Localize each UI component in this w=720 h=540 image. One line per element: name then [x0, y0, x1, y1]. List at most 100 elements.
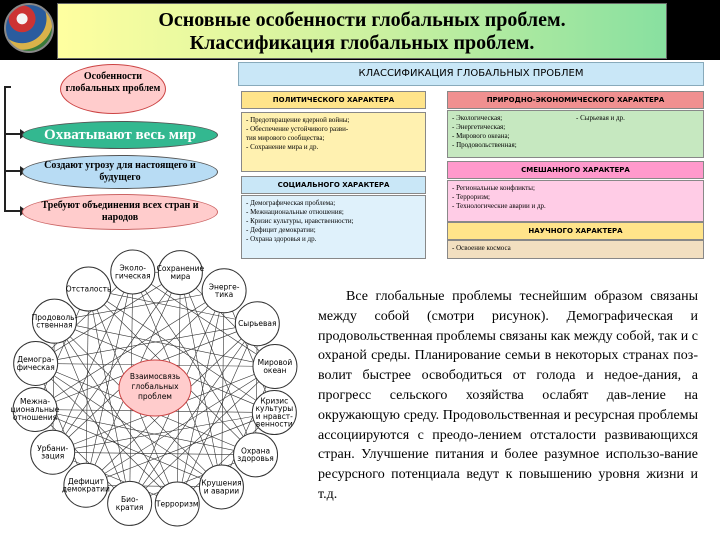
feature-unite-nations: Требуют объединения всех стран и народов: [22, 194, 218, 230]
features-connector: [4, 86, 11, 210]
center-node: [118, 359, 192, 417]
problem-node: Энерге-тика: [201, 268, 247, 314]
connection-line: [88, 288, 275, 413]
node-circle: [234, 301, 280, 347]
node-label: Демогра-: [17, 355, 54, 364]
header-bar: Основные особенности глобальных проблем.…: [0, 0, 720, 60]
node-label: демократии: [62, 485, 110, 494]
node-label: культуры: [255, 404, 293, 413]
list-item: - Освоение космоса: [452, 244, 511, 252]
connection-line: [52, 271, 134, 453]
node-label: мира: [170, 272, 190, 281]
classification-header: КЛАССИФИКАЦИЯ ГЛОБАЛЬНЫХ ПРОБЛЕМ: [238, 62, 704, 86]
list-item: - Технологические аварии и др.: [452, 202, 546, 210]
node-label: Крушения: [201, 479, 241, 488]
list-item: - Энергетическая;: [452, 123, 506, 131]
connection-line: [85, 289, 89, 486]
connection-line: [85, 366, 276, 486]
problem-node: Продоволь-ственная: [31, 298, 78, 344]
list-item: - Сохранение мира и др.: [246, 143, 319, 151]
node-circle: [110, 249, 156, 295]
node-label: венности: [256, 420, 293, 429]
social-title: СОЦИАЛЬНОГО ХАРАКТЕРА: [241, 176, 426, 194]
connection-line: [85, 484, 222, 488]
connection-line: [54, 290, 225, 322]
node-circle: [201, 268, 247, 314]
connection-line: [132, 271, 276, 367]
list-item: - Продовольственная;: [452, 141, 517, 149]
feature-whole-world: Охватывают весь мир: [22, 121, 218, 149]
page-title: Основные особенности глобальных проблем.…: [57, 3, 667, 59]
list-item: - Предотвращение ядерной войны;: [246, 116, 350, 124]
node-label: и нравст-: [256, 412, 293, 421]
node-circle: [30, 429, 76, 475]
problem-node: Сырьевая: [234, 301, 280, 347]
node-label: Продоволь-: [32, 313, 78, 322]
scientific-list: - Освоение космоса: [447, 240, 704, 259]
list-item: - Терроризм;: [452, 193, 490, 201]
arrow-icon: [4, 166, 27, 176]
connection-line: [54, 320, 276, 367]
node-label: Дефицит: [68, 477, 105, 486]
problem-node: Отсталость: [66, 266, 112, 312]
title-line-2: Классификация глобальных проблем.: [189, 32, 535, 54]
node-label: Мировой: [258, 358, 293, 367]
node-circle: [154, 481, 200, 527]
list-item: - Демографическая проблема;: [246, 199, 336, 207]
node-label: Урбани-: [37, 444, 68, 453]
problem-node: Эколо-гическая: [110, 249, 156, 295]
node-circle: [107, 480, 153, 526]
node-label: фическая: [17, 363, 55, 372]
connection-line: [52, 451, 256, 456]
list-item: - Дефицит демократии;: [246, 226, 316, 234]
connection-line: [176, 290, 225, 505]
list-item: - Сырьевая и др.: [576, 114, 625, 122]
node-circle: [233, 432, 279, 478]
list-item: - Кризис культуры, нравственности;: [246, 217, 354, 225]
node-label: Межна-: [20, 397, 50, 406]
node-label: здоровья: [237, 454, 273, 463]
description-text: Все глобальные проблемы теснейшим образо…: [318, 289, 698, 502]
node-label: гическая: [115, 271, 151, 280]
title-line-1: Основные особенности глобальных проблем.: [158, 9, 566, 31]
connection-line: [88, 288, 258, 325]
globe-flags-logo: [4, 3, 54, 53]
node-circle: [252, 343, 298, 389]
connection-line: [85, 271, 134, 486]
problem-node: Терроризм: [154, 481, 200, 527]
political-list: - Предотвращение ядерной войны; - Обеспе…: [241, 112, 426, 172]
node-label: и аварии: [204, 486, 240, 495]
node-label: Энерге-: [209, 282, 240, 291]
mixed-list: - Региональные конфликты; - Терроризм; -…: [447, 180, 704, 222]
connection-line: [52, 412, 275, 453]
node-circle: [13, 340, 59, 386]
mixed-title: СМЕШАННОГО ХАРАКТЕРА: [447, 161, 704, 179]
problem-node: Био-кратия: [107, 480, 153, 526]
node-circle: [198, 464, 244, 510]
connection-line: [35, 363, 178, 505]
node-label: Био-: [121, 495, 139, 504]
node-label: Охрана: [241, 446, 270, 455]
arrow-icon: [4, 129, 27, 139]
list-item: - Обеспечение устойчивого разви-: [246, 125, 349, 133]
node-circle: [31, 298, 77, 344]
node-circle: [66, 266, 112, 312]
node-label: Кризис: [260, 396, 288, 405]
node-label: Эколо-: [120, 264, 147, 273]
social-list: - Демографическая проблема; - Межнациона…: [241, 195, 426, 259]
list-item: - Экологическая;: [452, 114, 503, 122]
node-label: Сохранение: [157, 264, 205, 273]
node-circle: [63, 462, 109, 508]
node-circle: [157, 250, 203, 296]
natural-economic-list: - Сырьевая и др. - Экологическая; - Энер…: [447, 110, 704, 158]
center-label: глобальных: [131, 382, 179, 391]
connection-line: [54, 321, 130, 504]
political-title: ПОЛИТИЧЕСКОГО ХАРАКТЕРА: [241, 91, 426, 109]
connection-line: [88, 288, 130, 504]
